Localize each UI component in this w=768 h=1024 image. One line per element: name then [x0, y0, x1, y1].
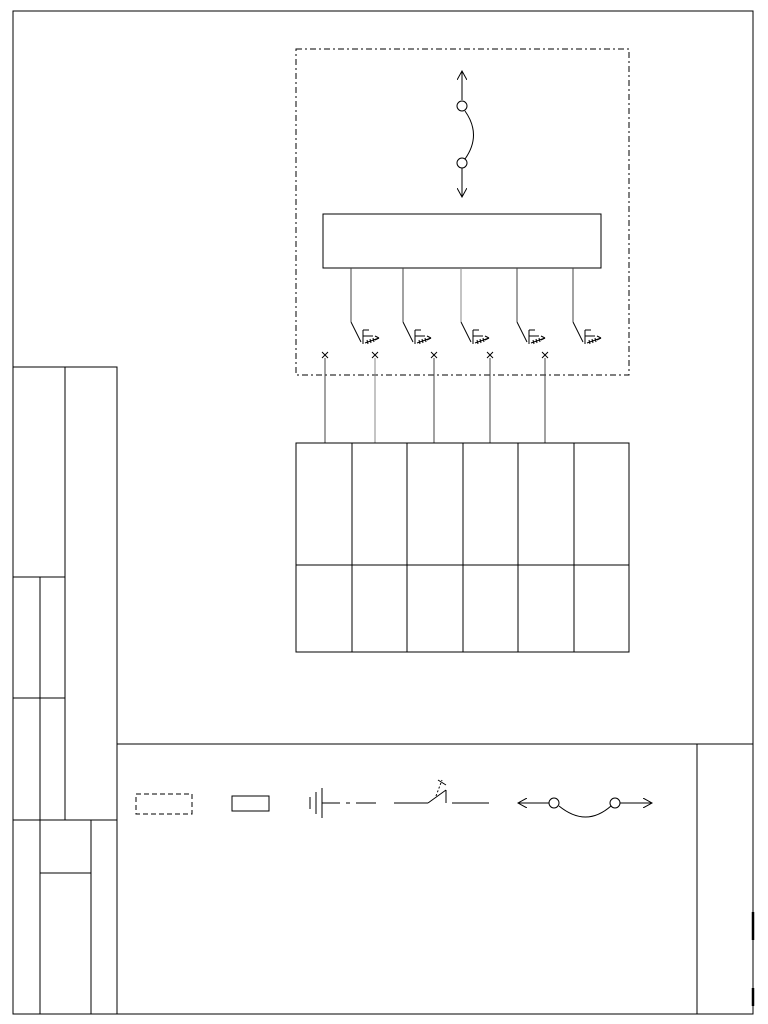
- switch-symbol-icon: [472, 329, 490, 345]
- sheet-border: [12, 10, 754, 1015]
- dashed-box-icon: [135, 793, 193, 815]
- switch-blade: [516, 321, 528, 343]
- terminal-cross-icon: [541, 351, 549, 359]
- legend-items: [135, 779, 652, 818]
- channel-1: [321, 268, 380, 443]
- channel-5: [541, 268, 602, 443]
- channel-2: [371, 268, 432, 443]
- switch-blade: [350, 321, 362, 343]
- switch-blade: [460, 321, 472, 343]
- switch-symbol-icon: [394, 779, 489, 804]
- channel-switches: [321, 268, 602, 443]
- terminal-cross-icon: [371, 351, 379, 359]
- solid-box-icon: [231, 795, 270, 812]
- switch-symbol-icon: [528, 329, 546, 345]
- channel-3: [430, 268, 490, 443]
- channel-4: [486, 268, 546, 443]
- legend-frame: [117, 743, 755, 1014]
- switch-blade: [572, 321, 584, 343]
- link-symbol-vertical: [456, 71, 474, 197]
- switch-symbol-icon: [414, 329, 432, 345]
- terminal-cross-icon: [430, 351, 438, 359]
- link-symbol-icon: [518, 797, 652, 818]
- dashed-enclosure: [295, 48, 630, 376]
- switch-symbol-icon: [584, 329, 602, 345]
- ground-symbol-icon: [309, 788, 376, 818]
- left-title-strip: [12, 366, 118, 1015]
- switch-symbol-icon: [362, 329, 380, 345]
- switch-blade: [402, 321, 414, 343]
- terminal-cross-icon: [486, 351, 494, 359]
- terminal-cross-icon: [321, 351, 329, 359]
- controller-box: [322, 213, 602, 269]
- terminal-block: [295, 442, 630, 653]
